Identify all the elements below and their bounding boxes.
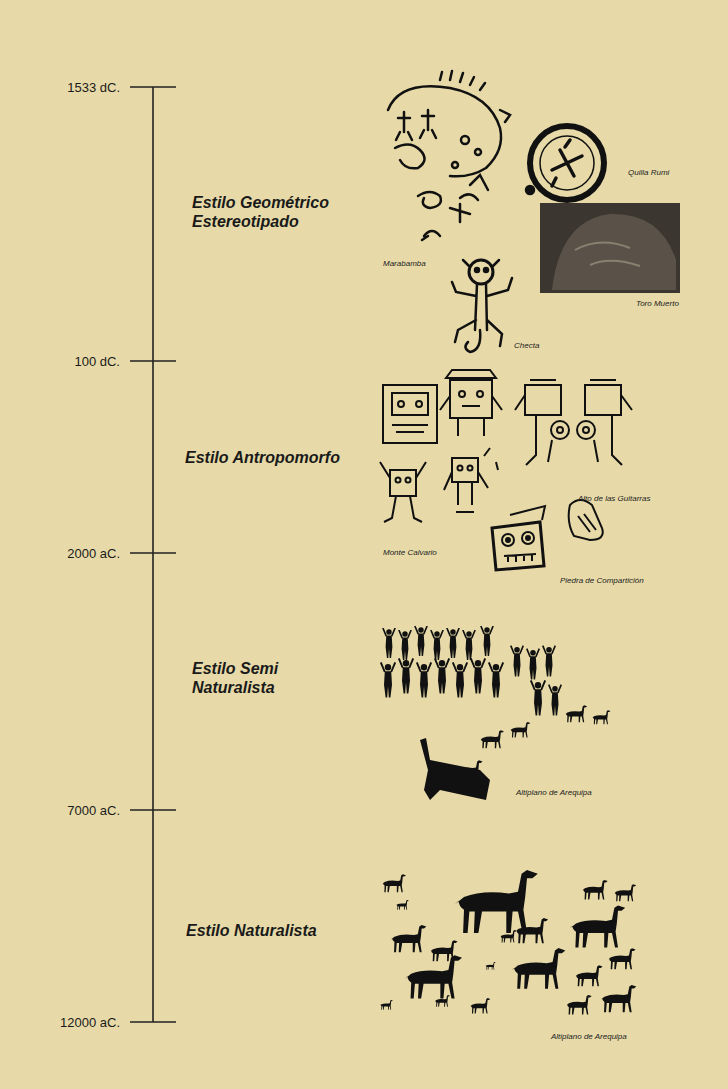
naturalistic-camelids [380, 870, 636, 1014]
site-label-holder: Marabamba [383, 259, 426, 268]
date-label: 12000 aC. [60, 1015, 120, 1030]
site-label: Monte Calvario [383, 548, 437, 557]
site-label: Marabamba [383, 259, 426, 268]
date-label-holder: 12000 aC. [60, 1015, 120, 1030]
site-label-holder: Altiplano de Arequipa [551, 1032, 627, 1041]
site-label-holder: Altiplano de Arequipa [516, 788, 592, 797]
site-label: Piedra de Compartición [560, 576, 644, 585]
site-label-holder: Toro Muerto [636, 299, 679, 308]
site-label: Altiplano de Arequipa [516, 788, 592, 797]
site-label: Quilla Rumi [628, 168, 669, 177]
style-label: Estilo Geométrico Estereotipado [192, 193, 362, 231]
anthropomorphic-petroglyphs [380, 370, 632, 570]
style-label-holder: Estilo Antropomorfo [185, 448, 370, 467]
date-label: 100 dC. [74, 354, 120, 369]
site-label: Checta [514, 341, 539, 350]
semi-naturalistic-figures [381, 626, 611, 800]
site-label-holder: Monte Calvario [383, 548, 437, 557]
date-label-holder: 1533 dC. [67, 80, 120, 95]
style-label-holder: Estilo Geométrico Estereotipado [192, 193, 362, 231]
date-label-holder: 100 dC. [74, 354, 120, 369]
site-label: Toro Muerto [636, 299, 679, 308]
site-label-holder: Piedra de Compartición [560, 576, 644, 585]
site-label: Altiplano de Arequipa [551, 1032, 627, 1041]
date-label: 2000 aC. [67, 546, 120, 561]
style-label-holder: Estilo Naturalista [186, 921, 371, 940]
date-label: 7000 aC. [67, 803, 120, 818]
site-label-holder: Checta [514, 341, 539, 350]
style-label: Estilo Naturalista [186, 921, 371, 940]
time-axis [130, 87, 176, 1022]
site-label: Alto de las Guitarras [578, 494, 650, 503]
date-label-holder: 7000 aC. [67, 803, 120, 818]
site-label-holder: Quilla Rumi [628, 168, 669, 177]
style-label: Estilo Antropomorfo [185, 448, 370, 467]
site-label-holder: Alto de las Guitarras [578, 494, 650, 503]
style-label-holder: Estilo Semi Naturalista [192, 659, 312, 697]
date-label-holder: 2000 aC. [67, 546, 120, 561]
toro-muerto-photo [540, 203, 680, 293]
style-label: Estilo Semi Naturalista [192, 659, 312, 697]
date-label: 1533 dC. [67, 80, 120, 95]
